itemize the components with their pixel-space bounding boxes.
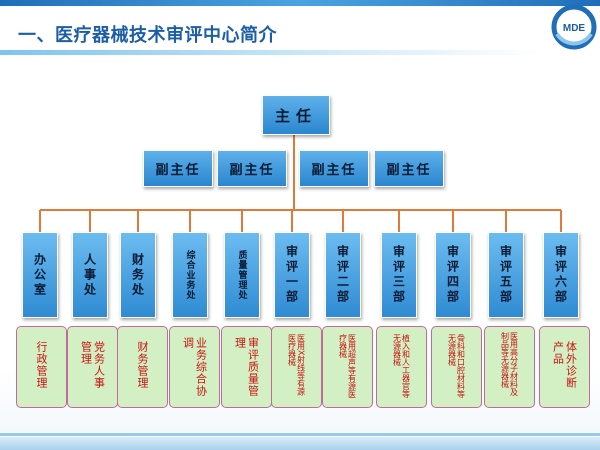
director-label: 主任 <box>274 106 317 125</box>
dept-review-5: 审评五部 <box>488 232 524 318</box>
dept-label: 审评一部 <box>284 245 299 305</box>
dept-personnel: 人事处 <box>72 232 108 318</box>
duty-finance: 财务管理 <box>117 326 168 408</box>
slide-title: 一、医疗器械技术审评中心简介 <box>18 25 277 46</box>
duty-text: 医用超声等有源医疗器械 <box>338 334 357 398</box>
duty-text: 体外诊断产品 <box>551 341 578 389</box>
dept-review-6: 审评六部 <box>543 232 579 318</box>
duty-text: 业务综合协调 <box>181 337 208 397</box>
duty-review-2: 医用超声等有源医疗器械 <box>322 326 373 408</box>
dept-label: 审评三部 <box>391 245 406 305</box>
dept-label: 综合业务处 <box>184 250 195 300</box>
dept-review-3: 审评三部 <box>381 232 417 318</box>
duty-office: 行政管理 <box>16 326 67 408</box>
deputy-box-4: 副主任 <box>374 150 444 187</box>
mde-logo: MDE <box>551 4 597 50</box>
top-accent-bar <box>0 0 600 6</box>
duty-text: 医用X射线等有源医疗器械 <box>287 334 306 396</box>
dept-finance: 财务处 <box>120 232 156 318</box>
deputy-box-1: 副主任 <box>143 150 213 187</box>
duty-quality: 审评质量管理 <box>221 326 272 408</box>
duty-text: 行政管理 <box>35 341 48 389</box>
duty-personnel: 党务人事管理 <box>67 326 118 408</box>
bottom-stripe <box>0 433 600 436</box>
dept-office: 办公室 <box>22 232 58 318</box>
bottom-accent-bar <box>0 437 600 450</box>
dept-review-4: 审评四部 <box>435 232 471 318</box>
dept-review-1: 审评一部 <box>274 232 310 318</box>
logo-text: MDE <box>563 23 586 34</box>
duty-review-3: 植入和人工器官等无源器械 <box>376 326 427 408</box>
duty-review-1: 医用X射线等有源医疗器械 <box>271 326 322 408</box>
dept-label: 人事处 <box>82 252 97 298</box>
dept-general-affairs: 综合业务处 <box>172 232 208 318</box>
deputy-label: 副主任 <box>386 163 432 178</box>
title-underline <box>0 50 540 55</box>
duty-general-affairs: 业务综合协调 <box>169 326 220 408</box>
deputy-label: 副主任 <box>229 163 275 178</box>
duty-review-5: 医用高分子材料及制品等无源器械 <box>484 326 535 408</box>
dept-label: 审评二部 <box>335 245 350 305</box>
dept-label: 审评五部 <box>498 245 513 305</box>
director-box: 主任 <box>262 95 330 135</box>
duty-text: 党务人事管理 <box>79 341 106 389</box>
duty-text: 骨科和口腔材料等无源器械 <box>447 334 466 398</box>
dept-label: 质量管理处 <box>236 250 247 300</box>
deputy-box-2: 副主任 <box>217 150 287 187</box>
dept-label: 审评四部 <box>445 245 460 305</box>
duty-text: 医用高分子材料及制品等无源器械 <box>500 332 519 396</box>
deputy-box-3: 副主任 <box>299 150 369 187</box>
dept-label: 财务处 <box>130 252 145 298</box>
dept-label: 办公室 <box>32 252 47 298</box>
duty-text: 财务管理 <box>136 341 149 389</box>
deputy-label: 副主任 <box>311 163 357 178</box>
dept-label: 审评六部 <box>553 245 568 305</box>
dept-review-2: 审评二部 <box>325 232 361 318</box>
duty-review-6: 体外诊断产品 <box>539 326 590 408</box>
duty-review-4: 骨科和口腔材料等无源器械 <box>431 326 482 408</box>
deputy-label: 副主任 <box>155 163 201 178</box>
dept-quality: 质量管理处 <box>224 232 260 318</box>
duty-text: 审评质量管理 <box>233 337 260 397</box>
duty-text: 植入和人工器官等无源器械 <box>392 334 411 398</box>
